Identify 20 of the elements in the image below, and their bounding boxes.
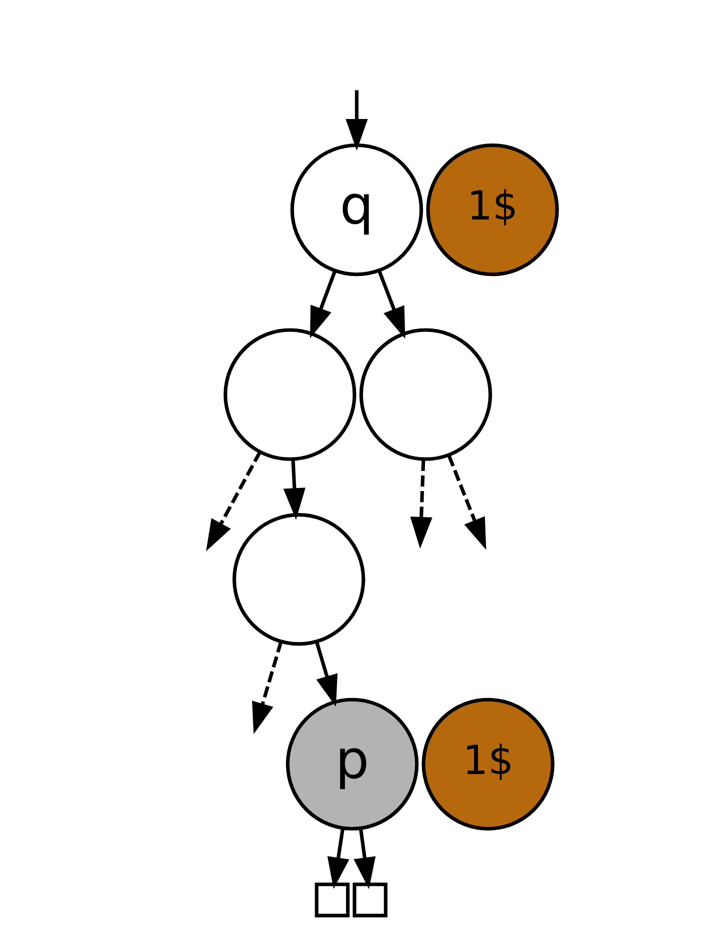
arrow xyxy=(345,90,368,151)
arrow xyxy=(446,455,486,550)
arrow xyxy=(314,641,338,707)
node-circle xyxy=(358,328,492,461)
node-circle: 1$ xyxy=(426,143,558,276)
arrow xyxy=(309,270,336,338)
arrow xyxy=(377,270,405,339)
arrow xyxy=(206,451,262,552)
arrow xyxy=(410,460,432,549)
node-circle: q xyxy=(290,143,423,276)
node-circle xyxy=(223,328,356,461)
node-box xyxy=(314,882,350,918)
arrow xyxy=(353,828,376,890)
arrow xyxy=(252,641,282,734)
node-box xyxy=(352,882,387,918)
arrow xyxy=(282,460,305,520)
node-circle: p xyxy=(285,698,418,830)
arrow xyxy=(326,828,349,890)
node-circle: 1$ xyxy=(421,698,554,830)
node-circle xyxy=(232,513,365,646)
